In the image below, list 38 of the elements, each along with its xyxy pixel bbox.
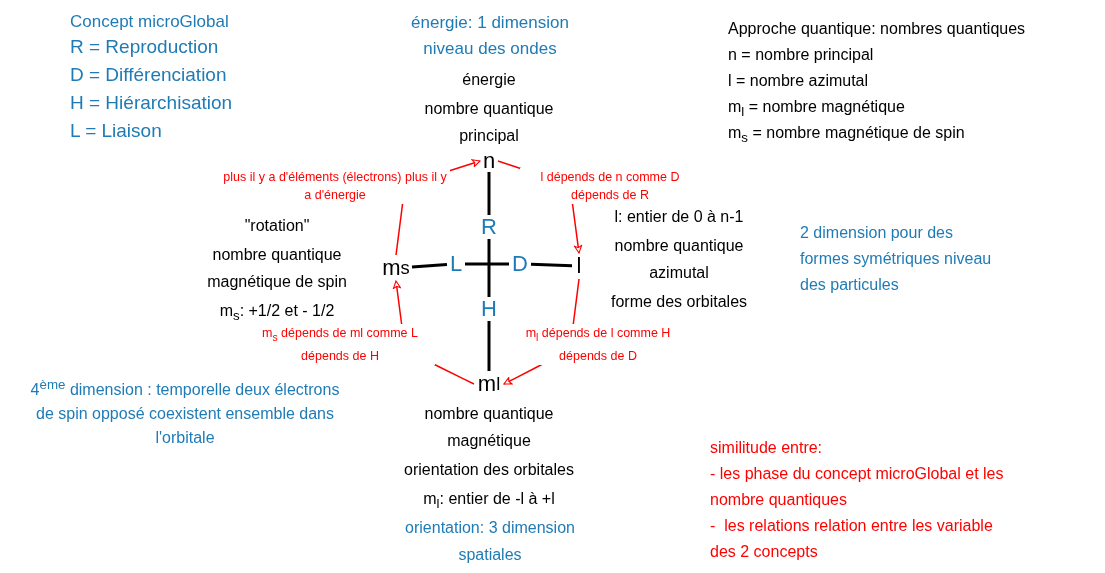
annotation-text: 4$^{ème}$ dimension : temporelle deux électrons de spin opposé coexistent ensemble dans l'orbitale [29,376,341,449]
annotation-text: H = Hiérarchisation [70,91,234,115]
description-text: m$_{l}$: entier de -l à +l [422,489,556,514]
annotation-text: similitude entre: [710,438,824,458]
annotation-text: - les relations relation entre les variable des 2 concepts [710,516,994,562]
connector-line [465,262,509,266]
description-text: orientation des orbitales [403,460,575,480]
annotation-text: - les phase du concept microGlobal et les nombre quantiques [710,464,1005,510]
annotation-text: L = Liaison [70,119,163,143]
description-text: nombre quantique magnétique [423,404,555,451]
description-text: énergie [461,70,517,90]
variable-symbol: D [509,252,531,276]
annotation-text: D = Différenciation [70,63,228,87]
annotation-text: 2 dimension pour des formes symétriques niveau des particules [800,223,993,295]
description-text: l: entier de 0 à n-1 [613,207,745,227]
connector-line [411,263,448,269]
annotation-text: orientation: 3 dimension spatiales [404,518,576,565]
annotation-text: n = nombre principal [728,45,875,65]
connector-line [487,321,491,371]
variable-symbol: n [480,150,498,172]
variable-symbol: l [572,253,586,279]
variable-symbol: R [479,215,499,239]
annotation-text: énergie: 1 dimension niveau des ondes [410,12,570,60]
variable-symbol: L [447,252,465,276]
description-text: "rotation" [243,216,311,236]
variable-symbol: H [478,297,500,321]
description-text: nombre quantique principal [423,99,555,146]
annotation-text: Concept microGlobal [70,11,230,33]
connector-line [487,172,491,215]
connector-line [487,239,491,297]
annotation-text: m$_{l}$ = nombre magnétique [728,97,906,122]
annotation-text: Approche quantique: nombres quantiques [728,19,1027,39]
annotation-text: l = nombre azimutal [728,71,870,91]
description-text: forme des orbitales [609,292,749,312]
annotation-text: R = Reproduction [70,35,220,59]
connector-line [530,262,573,268]
description-text: m$_{s}$: +1/2 et - 1/2 [218,301,336,326]
annotation-text: m$_{s}$ = nombre magnétique de spin [728,123,966,148]
